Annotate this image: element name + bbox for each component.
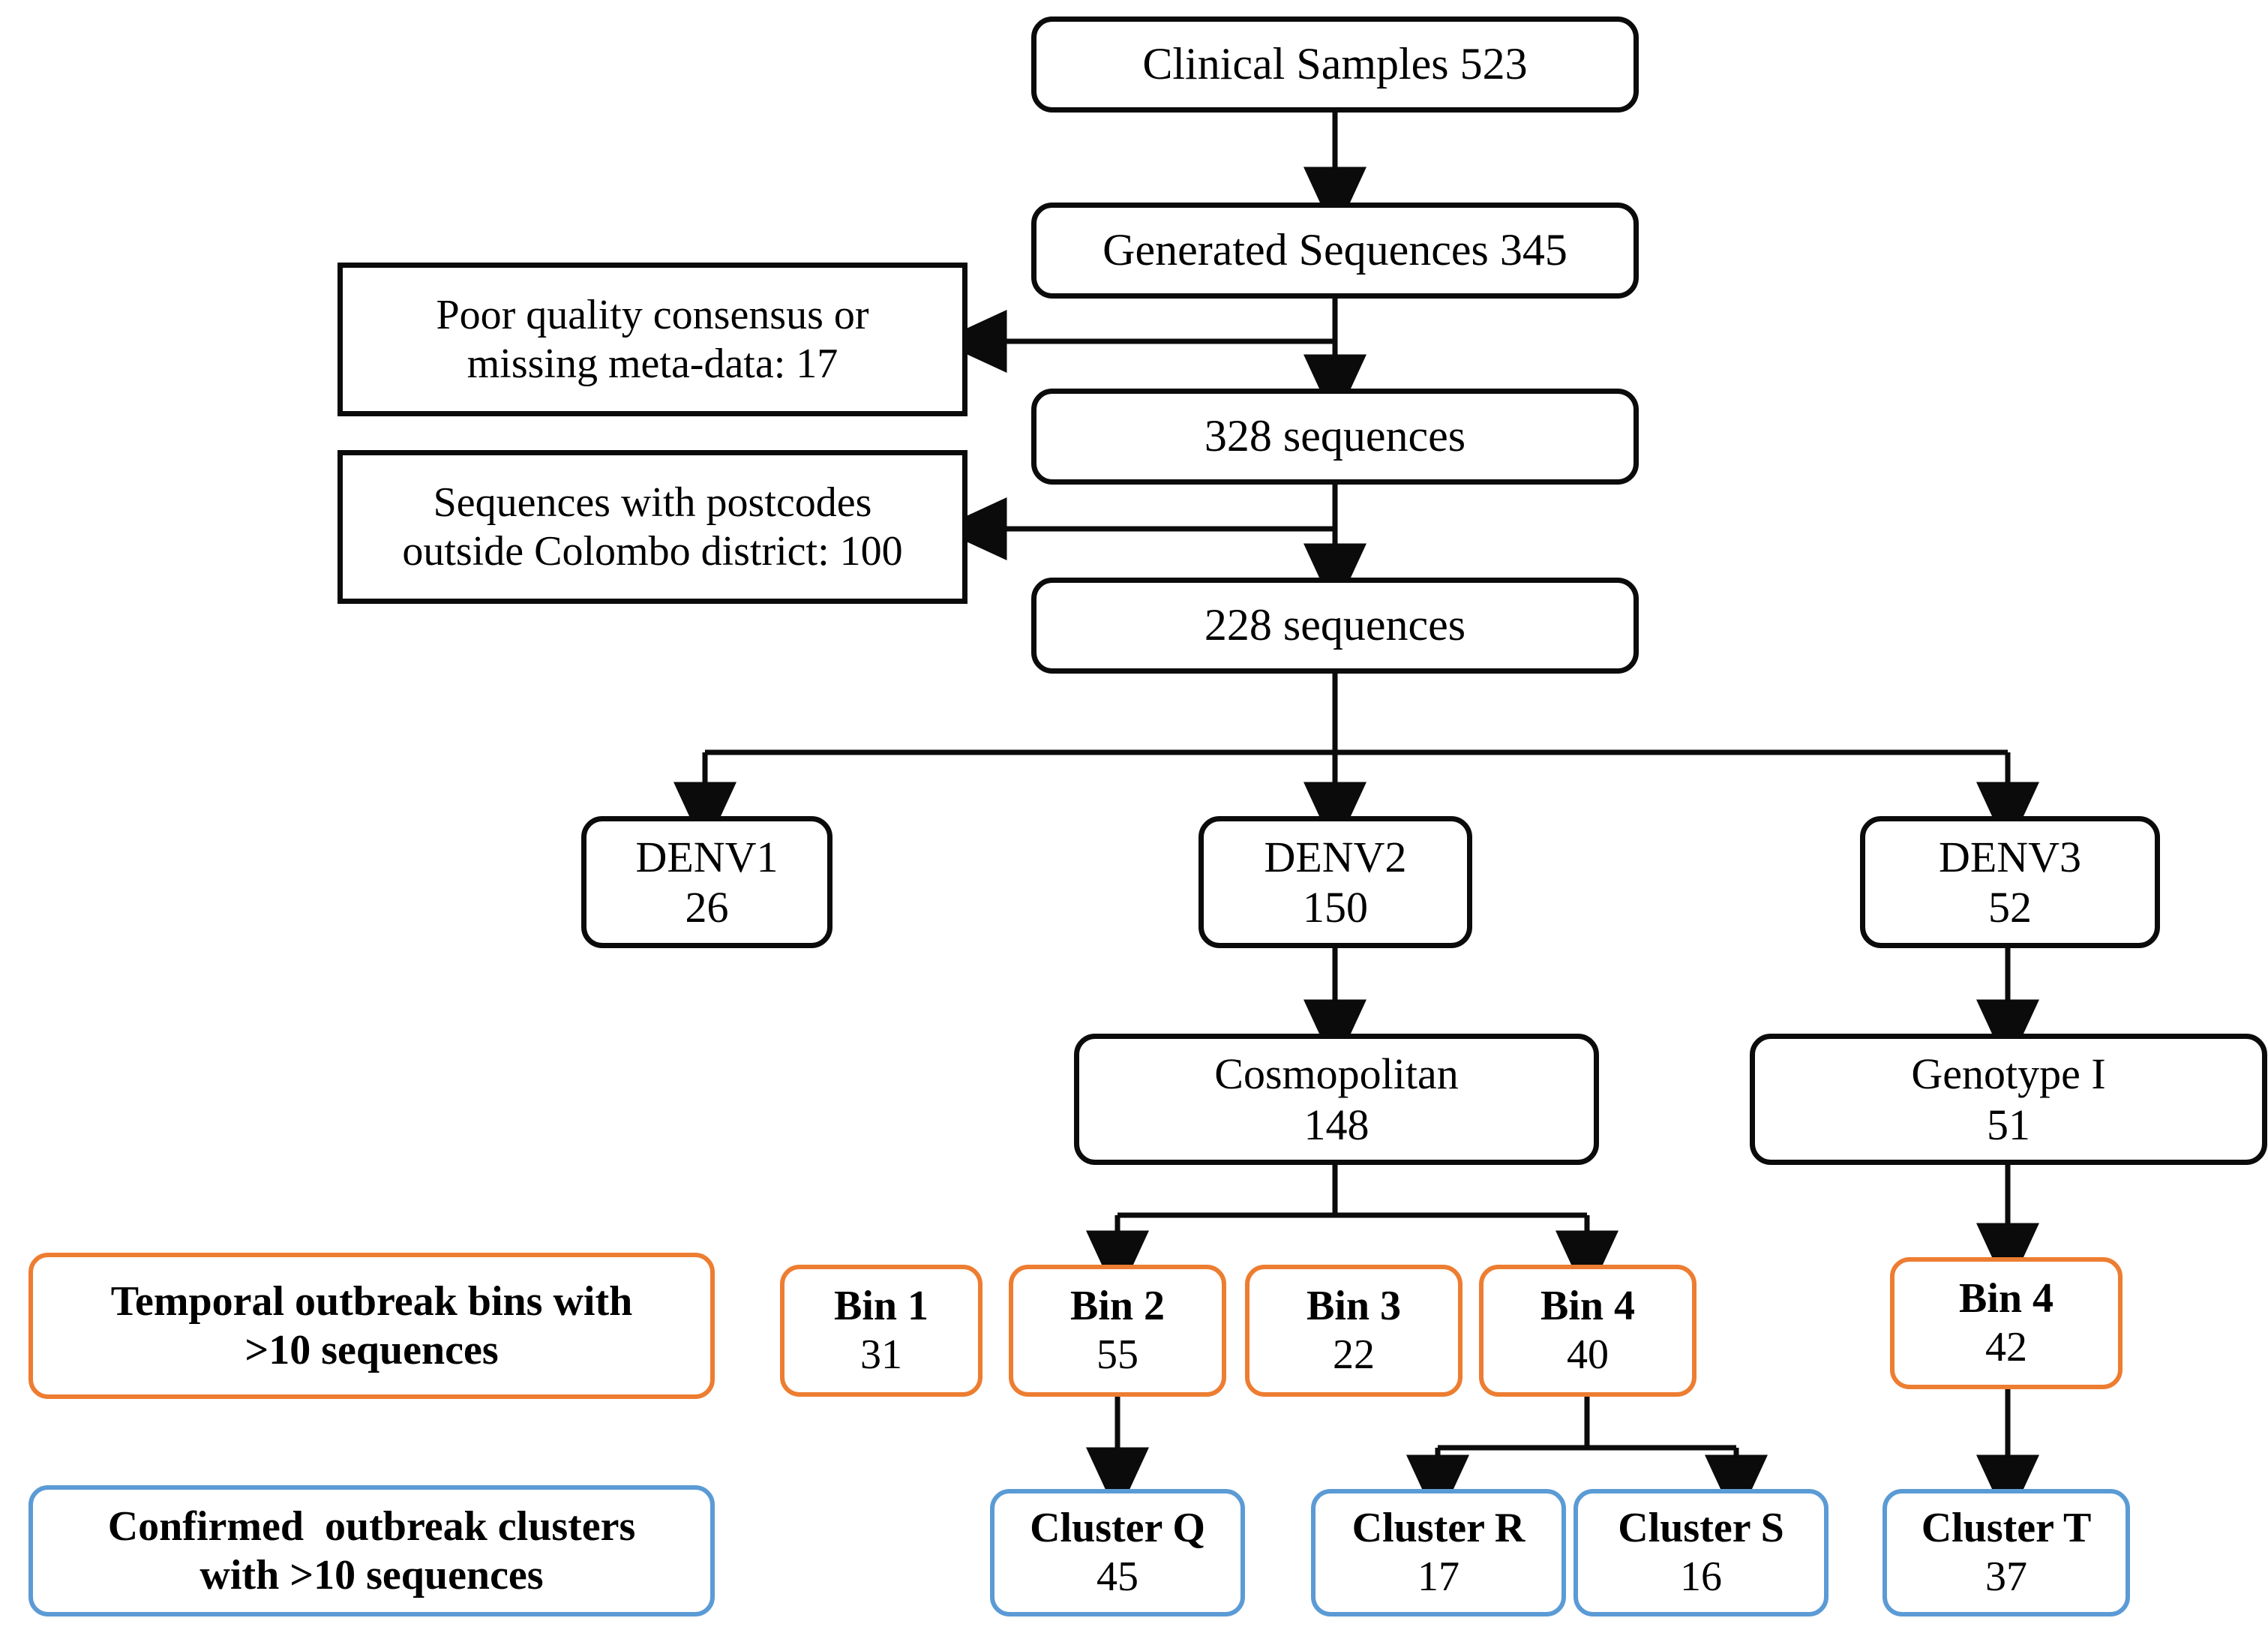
- bin4-denv2-label: Bin 4: [1540, 1283, 1636, 1330]
- legend-bins-line2: >10 sequences: [244, 1326, 499, 1373]
- sequences-328-label: 328 sequences: [1204, 411, 1466, 461]
- cluster-s-value: 16: [1680, 1553, 1722, 1600]
- denv1-value: 26: [685, 883, 729, 932]
- node-cluster-q[interactable]: Cluster Q 45: [990, 1489, 1245, 1616]
- cluster-t-label: Cluster T: [1921, 1505, 2092, 1552]
- bin4-denv2-value: 40: [1567, 1331, 1609, 1378]
- cluster-q-label: Cluster Q: [1030, 1505, 1205, 1552]
- denv1-label: DENV1: [635, 832, 778, 881]
- cluster-t-value: 37: [1985, 1553, 2027, 1600]
- edge-cosmopolitan-split-bus: [1118, 1163, 1587, 1218]
- exclusion-quality-line1: Poor quality consensus or: [436, 291, 869, 338]
- legend-clusters-line2: with >10 sequences: [200, 1551, 544, 1598]
- exclusion-postcode-line2: outside Colombo district: 100: [402, 527, 903, 575]
- node-denv1[interactable]: DENV1 26: [581, 816, 832, 948]
- node-bin-2[interactable]: Bin 2 55: [1009, 1265, 1226, 1397]
- node-cluster-r[interactable]: Cluster R 17: [1311, 1489, 1566, 1616]
- cluster-r-value: 17: [1418, 1553, 1460, 1600]
- genotype-i-label: Genotype I: [1911, 1049, 2106, 1099]
- node-denv2[interactable]: DENV2 150: [1198, 816, 1472, 948]
- edge-228-split-bus: [705, 673, 2008, 755]
- cosmopolitan-value: 148: [1304, 1100, 1370, 1149]
- denv2-label: DENV2: [1264, 832, 1407, 881]
- node-bin-4-denv2[interactable]: Bin 4 40: [1479, 1265, 1696, 1397]
- node-bin-1[interactable]: Bin 1 31: [780, 1265, 982, 1397]
- bin2-value: 55: [1096, 1331, 1138, 1378]
- node-generated-sequences[interactable]: Generated Sequences 345: [1031, 203, 1639, 299]
- denv2-value: 150: [1303, 883, 1368, 932]
- legend-confirmed-clusters: Confirmed outbreak clusters with >10 seq…: [28, 1485, 715, 1616]
- cosmopolitan-label: Cosmopolitan: [1214, 1049, 1459, 1099]
- node-clinical-samples[interactable]: Clinical Samples 523: [1031, 17, 1639, 113]
- generated-sequences-label: Generated Sequences 345: [1102, 225, 1568, 275]
- edge-328-to-exclusion-postcode: [938, 484, 1338, 560]
- node-bin-3[interactable]: Bin 3 22: [1245, 1265, 1462, 1397]
- node-cluster-s[interactable]: Cluster S 16: [1574, 1489, 1828, 1616]
- node-exclusion-postcode[interactable]: Sequences with postcodes outside Colombo…: [338, 450, 968, 604]
- bin1-label: Bin 1: [833, 1283, 929, 1330]
- genotype-i-value: 51: [1987, 1100, 2030, 1149]
- edge-bin4-split-bus: [1438, 1397, 1736, 1451]
- exclusion-quality-line2: missing meta-data: 17: [466, 340, 838, 387]
- node-228-sequences[interactable]: 228 sequences: [1031, 578, 1639, 674]
- bin3-value: 22: [1333, 1331, 1375, 1378]
- denv3-value: 52: [1988, 883, 2032, 932]
- node-cosmopolitan[interactable]: Cosmopolitan 148: [1074, 1034, 1599, 1165]
- legend-clusters-line1: Confirmed outbreak clusters: [107, 1502, 636, 1550]
- node-exclusion-poor-quality[interactable]: Poor quality consensus or missing meta-d…: [338, 263, 968, 416]
- exclusion-postcode-line1: Sequences with postcodes: [433, 479, 872, 526]
- bin3-label: Bin 3: [1306, 1283, 1402, 1330]
- node-genotype-i[interactable]: Genotype I 51: [1750, 1034, 2267, 1165]
- bin2-label: Bin 2: [1070, 1283, 1166, 1330]
- denv3-label: DENV3: [1938, 832, 2082, 881]
- edge-generated-to-exclusion-quality: [938, 299, 1338, 373]
- node-cluster-t[interactable]: Cluster T 37: [1882, 1489, 2130, 1616]
- legend-bins-line1: Temporal outbreak bins with: [110, 1277, 633, 1325]
- cluster-s-label: Cluster S: [1618, 1505, 1784, 1552]
- legend-temporal-bins: Temporal outbreak bins with >10 sequence…: [28, 1253, 715, 1399]
- sequences-228-label: 228 sequences: [1204, 600, 1466, 650]
- bin4-denv3-label: Bin 4: [1958, 1275, 2054, 1322]
- cluster-r-label: Cluster R: [1352, 1505, 1526, 1552]
- bin4-denv3-value: 42: [1985, 1324, 2027, 1370]
- bin1-value: 31: [860, 1331, 902, 1378]
- node-bin-4-denv3[interactable]: Bin 4 42: [1890, 1257, 2122, 1389]
- cluster-q-value: 45: [1096, 1553, 1138, 1600]
- node-328-sequences[interactable]: 328 sequences: [1031, 389, 1639, 485]
- node-denv3[interactable]: DENV3 52: [1860, 816, 2160, 948]
- clinical-samples-label: Clinical Samples 523: [1142, 39, 1528, 89]
